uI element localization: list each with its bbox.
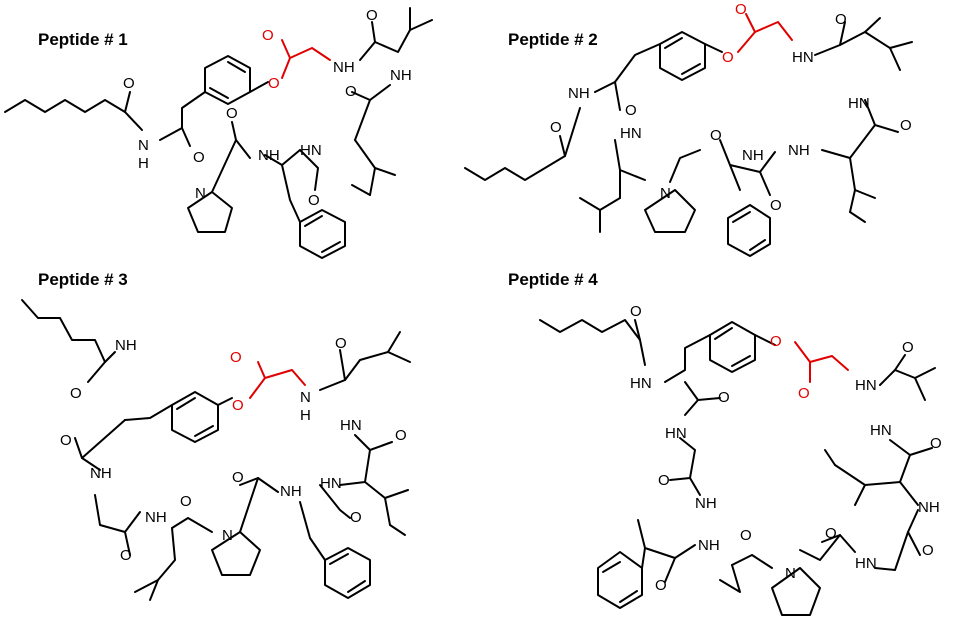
svg-text:O: O — [922, 542, 934, 559]
svg-text:O: O — [268, 75, 280, 92]
svg-text:NH: NH — [918, 499, 940, 516]
peptide-1-panel: Peptide # 1 O N H O O O NH O NH O — [0, 0, 470, 270]
peptide-1-title: Peptide # 1 — [38, 30, 128, 49]
peptide-4-structure: O HN O O HN O HN O NH O HN O N O N — [539, 303, 942, 616]
svg-text:O: O — [226, 105, 238, 122]
svg-text:O: O — [735, 1, 747, 18]
svg-text:O: O — [900, 117, 912, 134]
svg-text:O: O — [193, 149, 205, 166]
svg-text:O: O — [710, 127, 722, 144]
svg-text:N: N — [300, 389, 311, 406]
svg-text:O: O — [60, 432, 72, 449]
svg-text:HN: HN — [665, 425, 687, 442]
svg-text:O: O — [658, 472, 670, 489]
svg-text:NH: NH — [742, 147, 764, 164]
svg-text:HN: HN — [340, 417, 362, 434]
svg-text:O: O — [345, 83, 357, 100]
svg-text:O: O — [798, 385, 810, 402]
svg-text:HN: HN — [855, 555, 877, 572]
svg-text:NH: NH — [568, 85, 590, 102]
svg-text:HN: HN — [870, 422, 892, 439]
svg-text:O: O — [930, 435, 942, 452]
svg-text:NH: NH — [258, 147, 280, 164]
svg-text:N: N — [785, 565, 796, 582]
svg-text:O: O — [180, 493, 192, 510]
svg-text:O: O — [902, 339, 914, 356]
svg-text:O: O — [350, 509, 362, 526]
svg-text:O: O — [722, 49, 734, 66]
svg-text:O: O — [395, 427, 407, 444]
svg-text:O: O — [230, 349, 242, 366]
svg-text:O: O — [120, 547, 132, 564]
svg-text:HN: HN — [855, 377, 877, 394]
svg-text:N: N — [660, 185, 671, 202]
svg-text:NH: NH — [788, 142, 810, 159]
svg-text:O: O — [835, 11, 847, 28]
svg-text:HN: HN — [320, 475, 342, 492]
svg-text:H: H — [300, 407, 311, 424]
peptide-3-structure: O NH O O N H O HN O HN O NH O — [21, 299, 411, 601]
svg-text:HN: HN — [620, 125, 642, 142]
svg-text:O: O — [718, 389, 730, 406]
svg-text:O: O — [308, 192, 320, 209]
svg-text:O: O — [655, 577, 667, 594]
svg-text:O: O — [70, 385, 82, 402]
svg-text:O: O — [366, 7, 378, 24]
atom-nh: N — [138, 137, 149, 154]
peptide-4-title: Peptide # 4 — [508, 270, 598, 289]
peptide-3-panel: Peptide # 3 O NH O O N H O HN O HN O NH — [0, 270, 470, 634]
svg-text:O: O — [625, 102, 637, 119]
svg-text:O: O — [770, 197, 782, 214]
svg-text:O: O — [232, 397, 244, 414]
peptide-2-title: Peptide # 2 — [508, 30, 598, 49]
svg-text:O: O — [550, 119, 562, 136]
peptide-2-structure: O NH O O O HN O HN O NH O NH O — [464, 1, 913, 257]
peptide-4-panel: Peptide # 4 O HN O O HN O HN O NH O HN O — [470, 270, 957, 634]
peptide-1-structure: O N H O O O NH O NH O HN O NH — [4, 7, 433, 259]
svg-text:O: O — [740, 527, 752, 544]
svg-text:HN: HN — [630, 375, 652, 392]
svg-text:HN: HN — [300, 142, 322, 159]
svg-text:O: O — [335, 335, 347, 352]
svg-text:O: O — [770, 333, 782, 350]
svg-text:NH: NH — [115, 337, 137, 354]
svg-text:NH: NH — [695, 495, 717, 512]
svg-text:O: O — [262, 27, 274, 44]
svg-text:NH: NH — [698, 537, 720, 554]
svg-text:NH: NH — [145, 509, 167, 526]
svg-text:NH: NH — [280, 483, 302, 500]
svg-text:N: N — [222, 527, 233, 544]
atom-o: O — [123, 75, 135, 92]
svg-text:H: H — [138, 155, 149, 172]
svg-text:O: O — [630, 303, 642, 320]
svg-text:NH: NH — [333, 59, 355, 76]
peptide-3-title: Peptide # 3 — [38, 270, 128, 289]
svg-text:N: N — [195, 185, 206, 202]
svg-text:HN: HN — [792, 49, 814, 66]
svg-text:NH: NH — [90, 465, 112, 482]
svg-text:O: O — [825, 525, 837, 542]
svg-text:HN: HN — [848, 95, 870, 112]
svg-text:O: O — [232, 469, 244, 486]
peptide-2-panel: Peptide # 2 O NH O O O HN O HN O NH O NH — [464, 0, 957, 270]
svg-text:NH: NH — [390, 67, 412, 84]
